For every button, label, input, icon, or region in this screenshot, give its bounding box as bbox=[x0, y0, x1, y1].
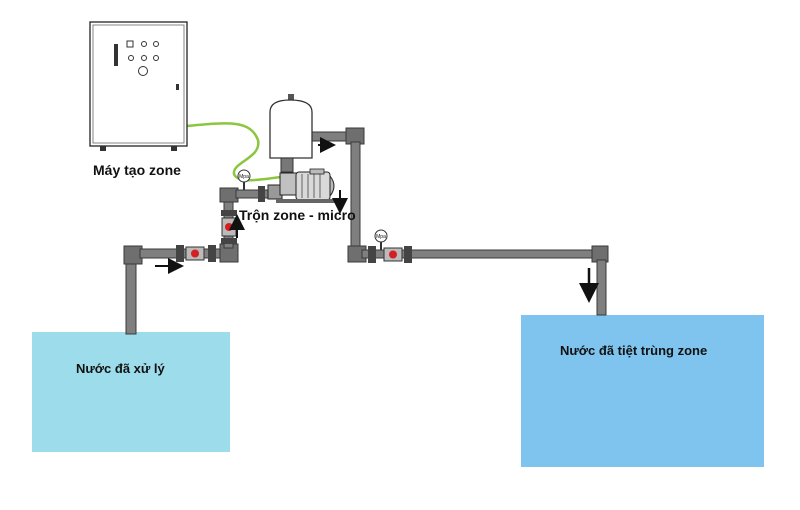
ball-valve-icon bbox=[383, 247, 403, 262]
sterilized-water-tank bbox=[521, 315, 764, 467]
mixer-label: Trộn zone - micro bbox=[239, 207, 356, 223]
pump-motor-icon bbox=[267, 168, 336, 203]
ozone-generator-label: Máy tạo zone bbox=[93, 162, 181, 178]
control-cabinet-icon bbox=[89, 21, 188, 151]
gauge-unit: Mpa bbox=[239, 174, 249, 180]
pipe-segment bbox=[350, 141, 361, 255]
pipe-union bbox=[208, 245, 216, 262]
treated-water-label: Nước đã xử lý bbox=[76, 361, 165, 376]
ball-valve-icon bbox=[221, 217, 237, 237]
gauge-unit: Mpa bbox=[376, 234, 386, 240]
pressure-gauge-icon: Mpa bbox=[374, 229, 388, 250]
pipe-union bbox=[368, 246, 376, 263]
pipe-union bbox=[258, 186, 265, 202]
sterilized-water-label: Nước đã tiệt trùng zone bbox=[560, 343, 708, 358]
pressure-tank-icon bbox=[269, 94, 313, 173]
ball-valve-icon bbox=[185, 246, 205, 261]
treated-water-tank bbox=[32, 332, 230, 452]
pipe-union bbox=[176, 245, 184, 262]
pipe-elbow bbox=[219, 187, 239, 203]
pipe-union bbox=[221, 238, 237, 244]
pipe-union bbox=[404, 246, 412, 263]
pipe-elbow bbox=[123, 245, 143, 265]
pipe-network bbox=[123, 127, 609, 335]
ozone-hose bbox=[186, 122, 289, 182]
pressure-gauge-icon: Mpa bbox=[237, 169, 251, 190]
pipe-segment bbox=[596, 259, 607, 316]
pipe-union bbox=[221, 210, 237, 216]
